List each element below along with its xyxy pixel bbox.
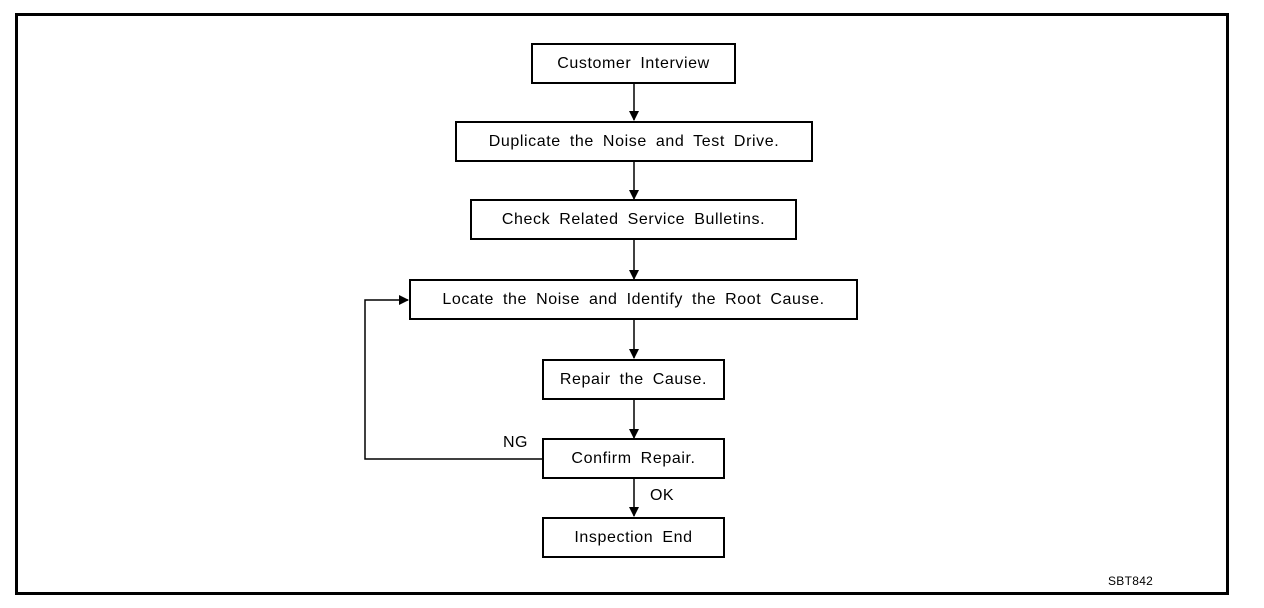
figure-code: SBT842 — [1108, 574, 1154, 588]
step-inspection-end: Inspection End — [542, 517, 725, 558]
step-duplicate-noise: Duplicate the Noise and Test Drive. — [455, 121, 813, 162]
branch-ok-label: OK — [650, 487, 674, 504]
step-check-bulletins: Check Related Service Bulletins. — [470, 199, 797, 240]
arrow-ng-loop — [364, 295, 542, 460]
diagram-frame — [15, 13, 1229, 595]
step-locate-root-cause: Locate the Noise and Identify the Root C… — [409, 279, 858, 320]
step-repair-cause: Repair the Cause. — [542, 359, 725, 400]
branch-ng-label: NG — [503, 434, 528, 451]
step-confirm-repair: Confirm Repair. — [542, 438, 725, 479]
step-customer-interview: Customer Interview — [531, 43, 736, 84]
